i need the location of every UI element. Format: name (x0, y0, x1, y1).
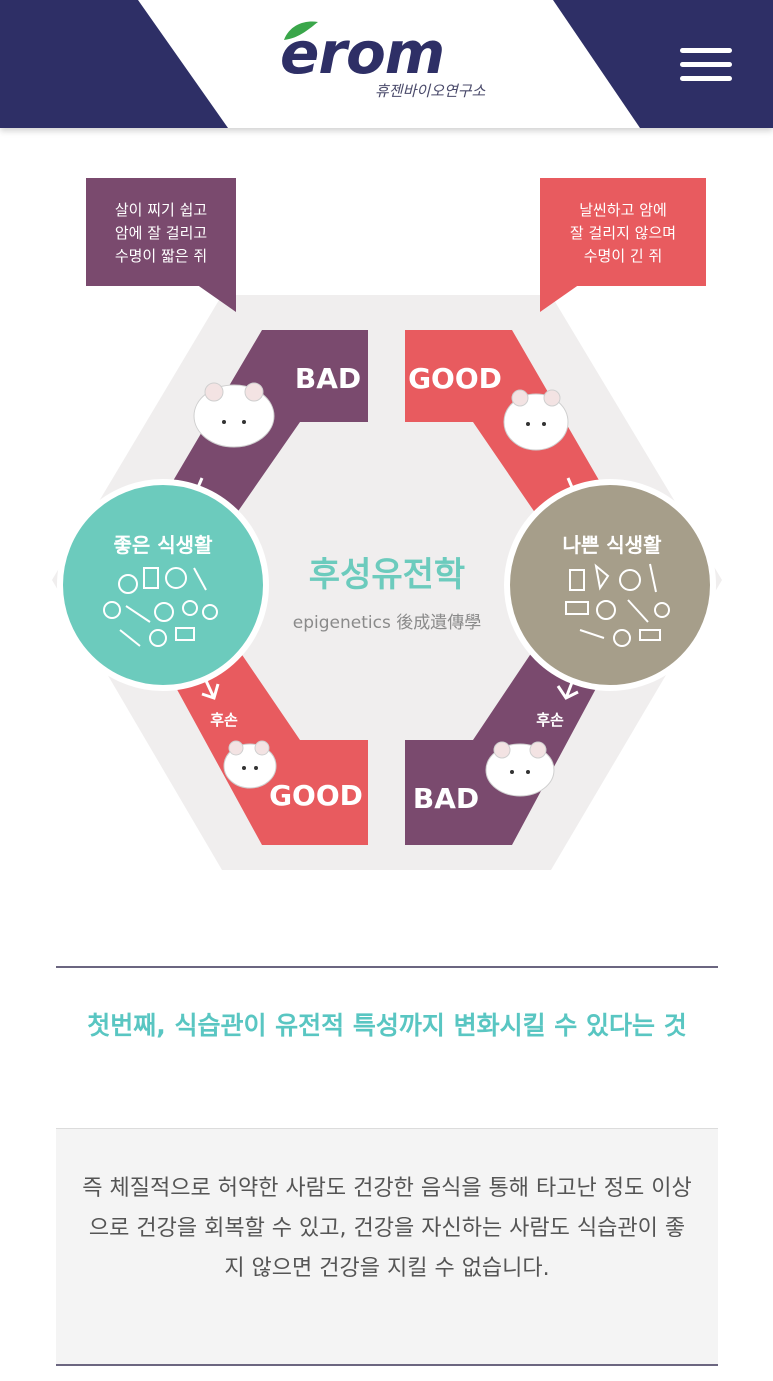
hamburger-menu-icon[interactable] (680, 48, 732, 82)
right-bottom-label: BAD (413, 782, 479, 815)
left-callout-line-2: 암에 잘 걸리고 (115, 224, 207, 242)
bottom-divider (56, 1364, 718, 1366)
logo-text: erom (280, 19, 445, 87)
left-callout: 살이 찌기 쉽고 암에 잘 걸리고 수명이 짧은 쥐 (86, 178, 236, 312)
bad-diet-circle (504, 479, 716, 691)
healthy-food-icon (103, 567, 218, 647)
header-background (0, 0, 773, 128)
article-body-box: 즉 체질적으로 허약한 사람도 건강한 음식을 통해 타고난 정도 이상으로 건… (56, 1128, 718, 1365)
bad-diet-label: 나쁜 식생활 (563, 533, 663, 557)
good-diet-label: 좋은 식생활 (114, 533, 214, 557)
center-title: 후성유전학 (309, 555, 465, 595)
left-callout-line-3: 수명이 짧은 쥐 (115, 247, 207, 265)
logo-subtitle: 휴젠바이오연구소 (375, 82, 486, 100)
right-callout-line-2: 잘 걸리지 않으며 (570, 224, 676, 242)
article-headline: 첫번째, 식습관이 유전적 특성까지 변화시킬 수 있다는 것 (87, 1011, 687, 1040)
left-offspring-label: 후손 (210, 711, 238, 729)
site-header: erom 휴젠바이오연구소 (0, 0, 773, 128)
mouse-icon (193, 382, 275, 448)
good-diet-circle (57, 479, 269, 691)
left-callout-line-1: 살이 찌기 쉽고 (115, 201, 207, 219)
article-body-text: 즉 체질적으로 허약한 사람도 건강한 음식을 통해 타고난 정도 이상으로 건… (82, 1176, 692, 1281)
epigenetics-diagram: 살이 찌기 쉽고 암에 잘 걸리고 수명이 짧은 쥐 날씬하고 암에 잘 걸리지… (52, 178, 722, 870)
right-offspring-label: 후손 (536, 711, 564, 729)
mouse-icon (503, 389, 569, 451)
right-top-label: GOOD (408, 362, 502, 395)
mouse-icon (485, 741, 555, 797)
top-divider (56, 966, 718, 968)
right-callout: 날씬하고 암에 잘 걸리지 않으며 수명이 긴 쥐 (540, 178, 706, 312)
left-bottom-label: GOOD (269, 779, 363, 812)
left-top-label: BAD (295, 362, 361, 395)
center-subtitle: epigenetics 後成遺傳學 (293, 613, 481, 633)
right-callout-line-1: 날씬하고 암에 (579, 201, 667, 219)
mouse-icon (223, 740, 277, 789)
right-callout-line-3: 수명이 긴 쥐 (584, 247, 663, 265)
erom-logo[interactable]: erom 휴젠바이오연구소 (280, 18, 490, 108)
leaf-icon (284, 21, 318, 40)
junk-food-icon (565, 563, 670, 647)
